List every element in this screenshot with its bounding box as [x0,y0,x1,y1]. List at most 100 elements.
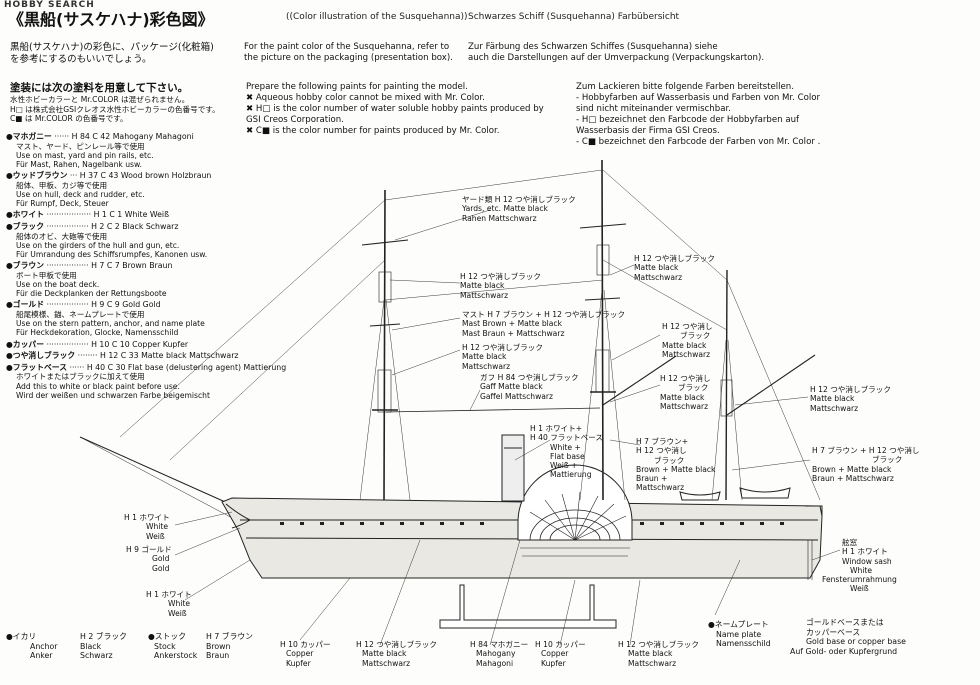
prep-de-line: sind nicht miteinander vermischbar. [576,104,731,114]
callout-brown-matte-black: H 7 ブラウン+ H 12 つや消し ブラック Brown + Matte b… [636,437,715,493]
callout-gaff: ガフ H 84 つや消しブラック Gaff Matte black Gaffel… [480,373,579,401]
tool-line: Auf Gold- oder Kupfergrund [790,646,898,656]
legend-sub: 船尾模様、錨、ネームプレートで使用 [16,310,145,319]
legend-entry-brown: ●ブラウン ················· H 7 C 7 Brown Br… [6,261,251,298]
intro-jp: 黒船(サスケハナ)の彩色に、パッケージ(化粧箱) を参考にするのもいいでしょう。 [10,42,245,66]
callout-line: Brown + Matte black [636,464,716,474]
legend-code: H 7 C 7 [91,261,120,271]
callout-line: Mattschwarz [662,349,711,359]
callout-line: Matte black [810,394,855,404]
prep-jp: 塗装には次の塗料を用意して下さい。 水性ホビーカラーと Mr.COLOR は混ぜ… [10,80,245,124]
tool-line: Ankerstock [154,651,198,660]
intro-en: For the paint color of the Susquehanna, … [244,42,453,64]
legend-jp: ●カッパー [6,339,44,349]
legend-sub: Für die Deckplanken der Rettungsboote [16,289,167,299]
boat [679,491,721,501]
callout-white: H 1 ホワイト White Weiß [146,590,192,618]
tool-line: Stock [154,641,176,651]
callout-line: H 1 ホワイト+ [530,424,583,433]
callout-line: Weiß + [550,461,578,471]
legend-jp: ●ブラック [6,222,44,231]
callout-line: Yards, etc. Matte black [462,204,548,214]
callout-line: Mast Brown + Matte black [462,319,562,329]
callout-line: H 10 カッパー [535,640,586,649]
callout-yards: ヤード類 H 12 つや消しブラック Yards, etc. Matte bla… [462,195,576,223]
tool-line: Namensschild [716,639,771,648]
callout-line: Braun + Mattschwarz [812,473,894,483]
intro-de-line: Zur Färbung des Schwarzen Schiffes (Susq… [468,42,718,52]
callout-line: Fensterumrahmung [822,575,897,585]
callout-line: Kupfer [286,658,311,668]
legend-name: Wood brown Holzbraun [120,171,212,181]
prep-de-line: - C■ bezeichnet den Farbcode der Farben … [576,137,821,147]
hobby-search-logo: HOBBY SEARCH [4,0,95,10]
callout-line: Weiß [146,531,165,541]
callout-matte-black: H 12 つや消しブラック Matte black Mattschwarz [810,385,891,413]
legend-sub: Use on the boat deck. [16,280,100,289]
callout-mahogany: H 84 マホガニー Mahogany Mahagoni [470,640,528,668]
callout-line: Mattschwarz [628,658,677,668]
callout-line: White + [550,442,581,452]
legend-entry-gold: ●ゴールド ················· H 9 C 9 Gold Gol… [6,300,251,337]
legend-sub: Für Umrandung des Schiffsrumpfes, Kanone… [16,250,208,259]
legend-entry-copper: ●カッパー ················· H 10 C 10 Copper… [6,339,189,349]
callout-line: ブラック [678,383,709,393]
callout-line: Mattschwarz [460,290,509,300]
callout-matte-black: H 12 つや消しブラック Matte black Mattschwarz [462,343,543,371]
tool-line: Name plate [716,629,762,639]
callout-line: Gaffel Mattschwarz [480,391,554,401]
legend-code: H 12 C 33 [99,351,139,361]
intro-jp-line: を参考にするのもいいでしょう。 [10,54,152,65]
callout-line: Mattschwarz [362,658,411,668]
legend-entry-flat-base: ●フラットベース ······ H 40 C 30 Flat base (del… [6,362,287,400]
callout-line: ブラック [872,455,903,465]
stock-item: ●ストック Stock Ankerstock [148,632,197,661]
prep-jp-heading: 塗装には次の塗料を用意して下さい。 [10,82,189,94]
legend-sub: ホワイトまたはブラックに加えて使用 [16,372,145,382]
prep-de-line: - Hobbyfarben auf Wasserbasis und Farben… [576,93,821,103]
legend-code: H 37 C 43 [79,171,119,181]
callout-line: H 12 つや消しブラック [460,272,541,281]
legend-jp: ●つや消しブラック [6,351,76,361]
tool-line: ●イカリ [6,632,37,641]
prep-en-line: ✖ Aqueous hobby color cannot be mixed wi… [246,93,485,103]
callout-copper: H 10 カッパー Copper Kupfer [280,640,331,668]
legend-name: Black Schwarz [122,222,179,231]
legend-sub: Use on hull, deck and rudder, etc. [16,190,145,199]
prep-jp-line: H□ は株式会社GSIクレオス水性ホビーカラーの色番号です。 [10,104,220,114]
callout-line: Matte black [462,352,507,362]
callout-line: H 40 フラットベース [530,433,603,443]
callout-matte-black: H 12 つや消しブラック Matte black Mattschwarz [460,272,541,300]
tool-line: ゴールドベースまたは [806,618,884,627]
legend-name: Matte black Mattschwarz [141,351,239,361]
callout-line: H 12 つや消し [636,446,687,456]
callout-line: White [146,522,169,532]
legend-entry-wood-brown: ●ウッドブラウン ··· H 37 C 43 Wood brown Holzbr… [6,171,251,208]
callout-line: Braun + [636,474,668,484]
legend-sub: Use on the girders of the hull and gun, … [16,240,180,250]
legend-code: H 1 C 1 [93,210,123,220]
callout-line: H 1 ホワイト [124,513,170,522]
callout-line: Mattschwarz [462,361,511,371]
callout-line: Mast Braun + Mattschwarz [462,328,565,338]
legend-sub: 船体のオビ、大砲等で使用 [16,231,108,241]
prep-jp-line: C■ は Mr.COLOR の色番号です。 [10,114,128,123]
callout-line: Kupfer [541,658,566,668]
legend-jp: ●マホガニー [6,132,52,141]
callout-line: H 1 ホワイト [146,590,192,599]
callout-copper: H 10 カッパー Copper Kupfer [535,640,586,668]
legend-code: H 9 C 9 [91,300,120,310]
prep-de: Zum Lackieren bitte folgende Farben bere… [576,82,820,148]
tool-line: Gold base or copper base [806,637,906,646]
legend-jp: ●ホワイト [6,210,44,220]
legend-sub: Add this to white or black paint before … [16,381,180,391]
callout-line: Mattierung [550,470,592,480]
callout-line: Gaff Matte black [480,382,543,392]
callout-gold: H 9 ゴールド Gold Gold [126,545,172,573]
callout-line: H 12 つや消し [660,374,711,383]
nameplate-base: ゴールドベースまたは カッパーベース Gold base or copper b… [790,618,906,656]
callout-line: H 12 つや消し [662,322,713,331]
callout-line: Matte black [634,263,679,273]
callout-line: Matte black [628,649,673,659]
tool-line: ●ストック [148,632,186,641]
